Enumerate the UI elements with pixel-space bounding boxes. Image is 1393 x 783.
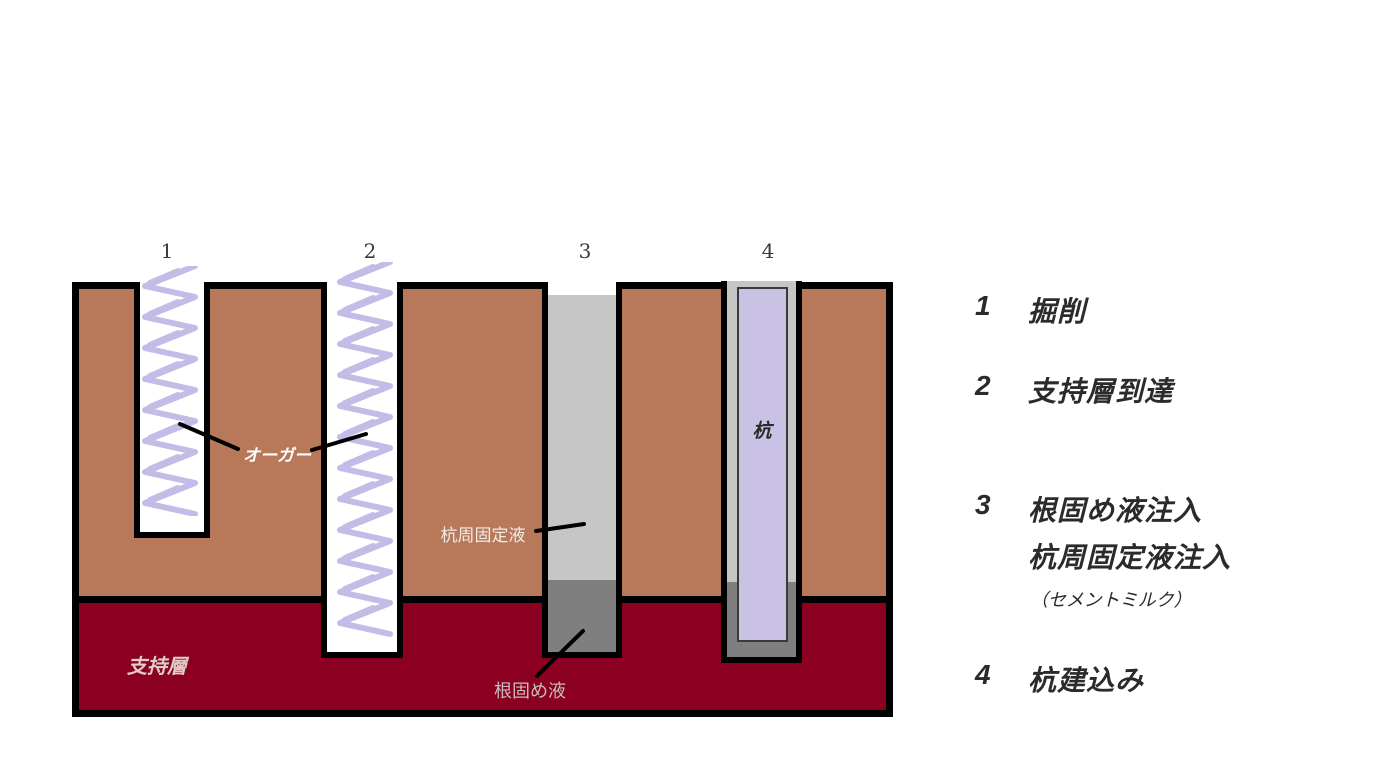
pile-fixing-liquid-label: 杭周固定液: [440, 526, 526, 545]
step-number-4: 4: [761, 239, 775, 263]
legend-label-2: 支持層到達: [1028, 376, 1174, 407]
legend-label-3-line2: 杭周固定液注入: [1028, 542, 1232, 573]
step-number-1: 1: [160, 239, 174, 263]
legend-num-4: 4: [975, 659, 991, 690]
legend-item-1: 1 掘削: [0, 290, 1393, 327]
legend-item-2: 2 支持層到達: [0, 370, 1393, 407]
step-number-3: 3: [578, 239, 592, 263]
root-liquid-label: 根固め液: [494, 681, 566, 701]
auger-label: オーガー: [243, 446, 311, 465]
bore-hole-step3: [542, 282, 622, 658]
legend-label-4: 杭建込み: [1028, 665, 1145, 696]
pile-label: 杭: [752, 421, 772, 442]
legend-item-4: 4 杭建込み: [0, 659, 1393, 696]
legend-note-cement-milk: （セメントミルク）: [1030, 590, 1192, 610]
step-number-2: 2: [363, 239, 377, 263]
pile-column: [737, 287, 788, 642]
legend-label-1: 掘削: [1028, 296, 1087, 327]
legend-item-3: 3 根固め液注入: [0, 489, 1393, 526]
legend-item-3-line2: 杭周固定液注入: [0, 536, 1393, 573]
legend-item-3-note: （セメントミルク）: [0, 586, 1393, 620]
legend-num-3: 3: [975, 489, 991, 520]
legend-num-2: 2: [975, 370, 991, 401]
bearing-layer-label: 支持層: [127, 656, 187, 678]
legend-label-3-line1: 根固め液注入: [1028, 495, 1203, 526]
legend-num-1: 1: [975, 290, 991, 321]
